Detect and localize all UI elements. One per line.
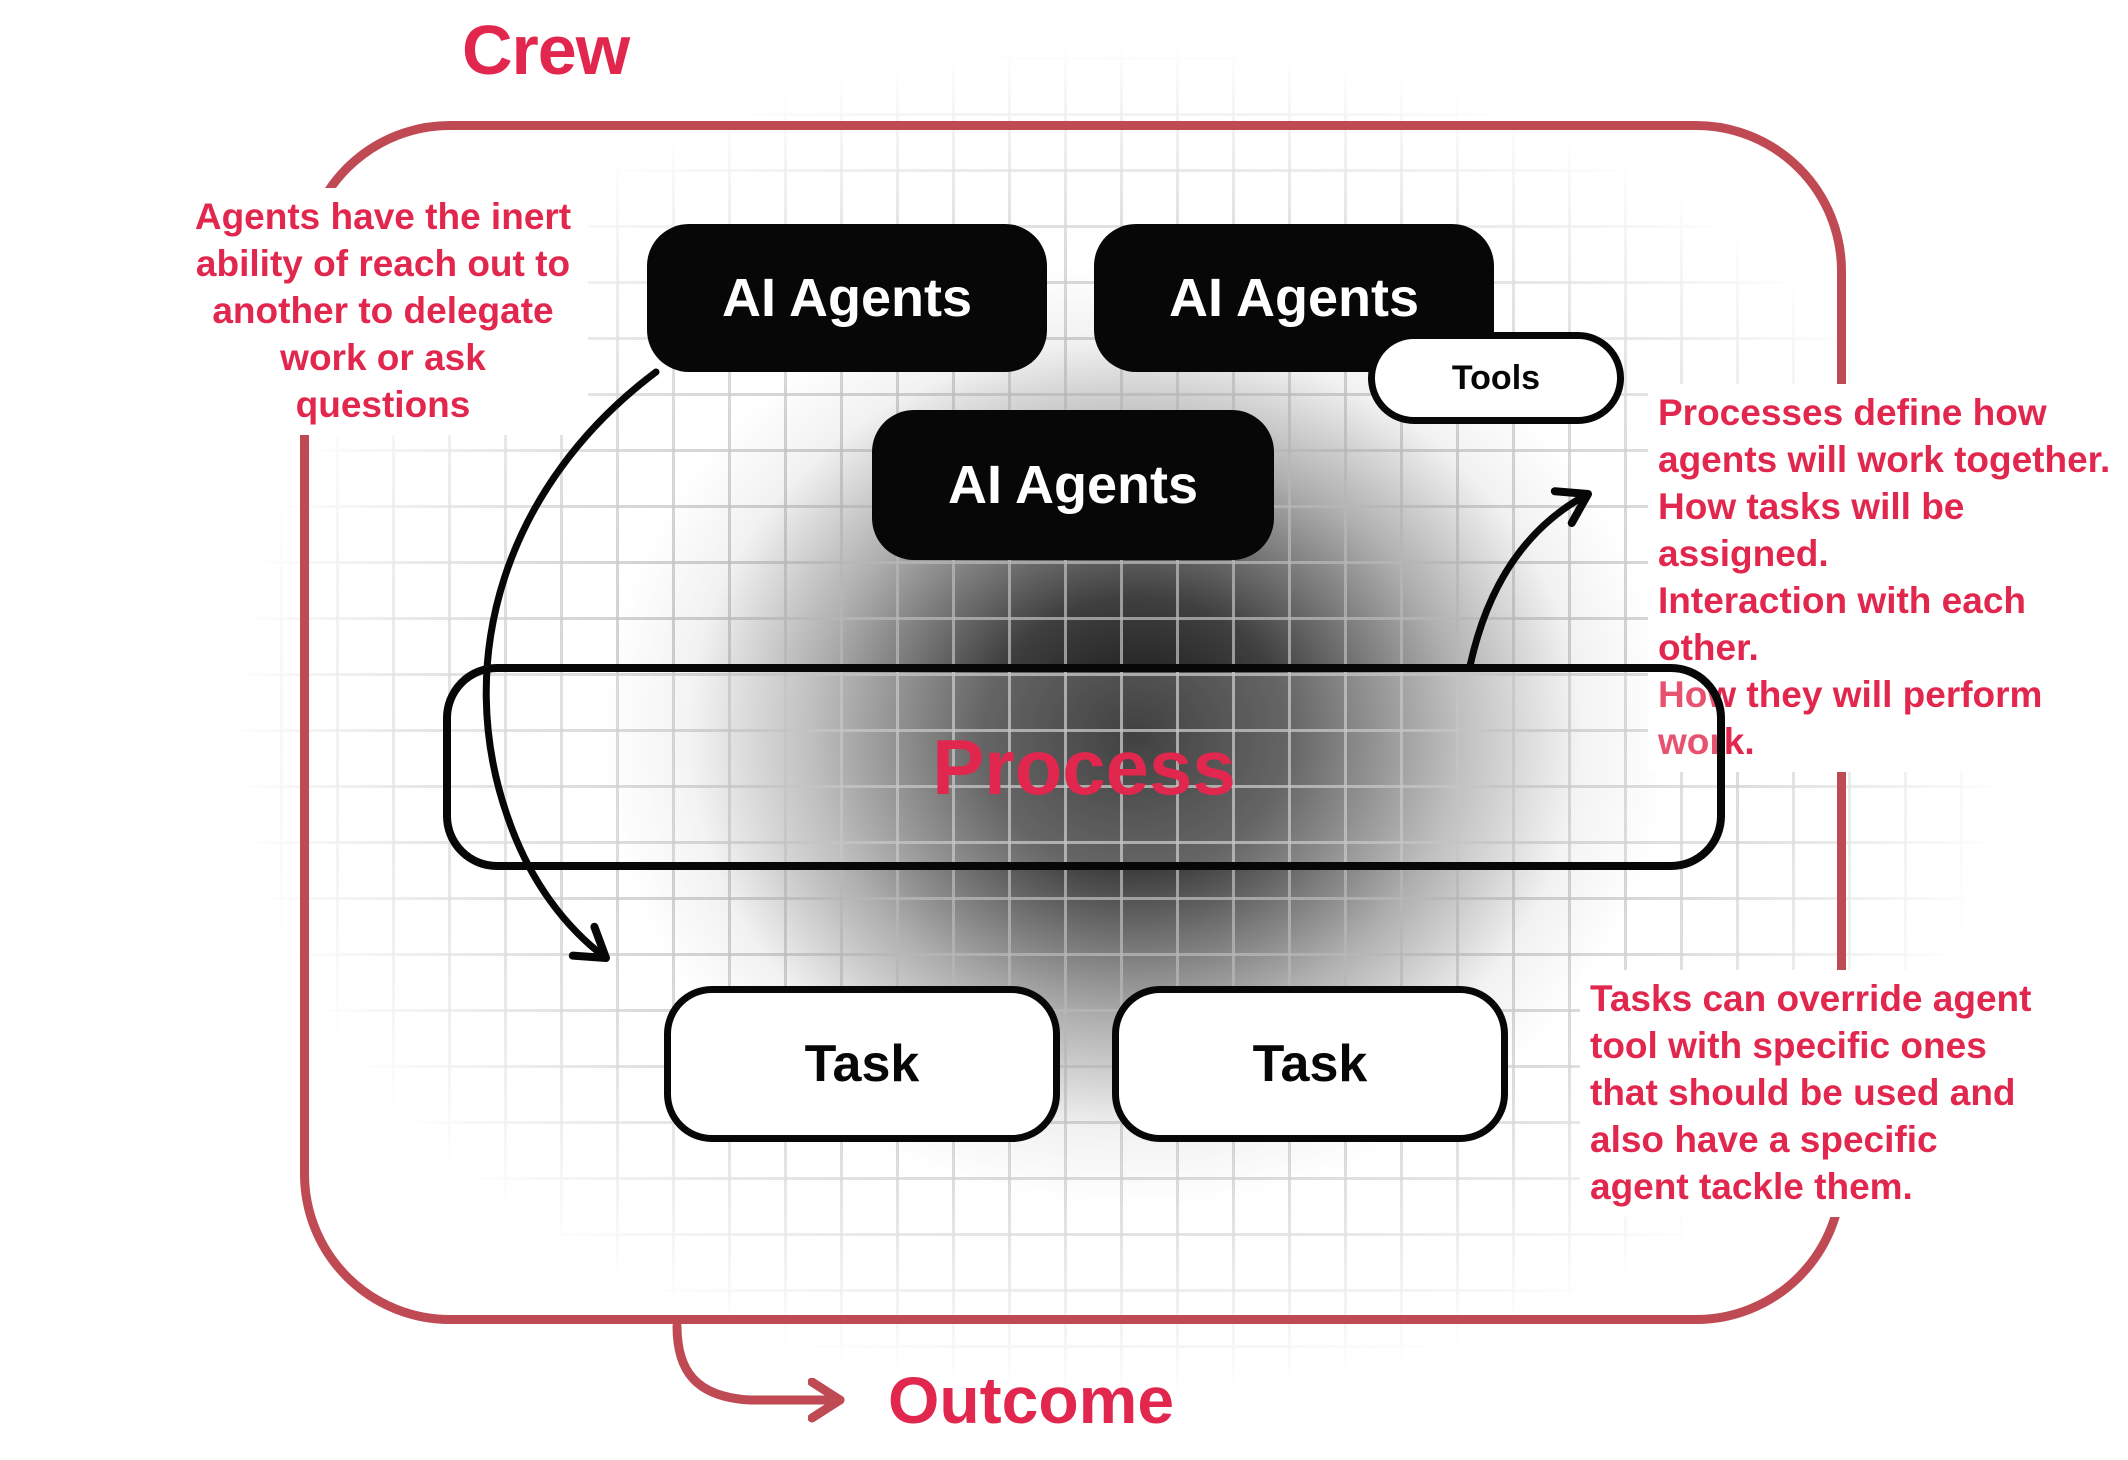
process-label: Process [932,722,1236,811]
ai-agents-label-1: AI Agents [721,268,972,328]
process-box: Process [443,664,1725,870]
task-label-1: Task [804,1035,920,1093]
ai-agents-label-2: AI Agents [1168,268,1419,328]
task-box-2: Task [1112,986,1508,1142]
ai-agents-box-2: AI Agents [1094,224,1494,372]
annotation-tasks: Tasks can override agent tool with speci… [1580,970,2066,1217]
outcome-label: Outcome [888,1363,1175,1437]
tools-box: Tools [1368,332,1624,424]
ai-agents-box-3: AI Agents [872,410,1274,560]
ai-agents-label-3: AI Agents [947,455,1198,515]
crew-title: Crew [462,11,630,89]
task-box-1: Task [664,986,1060,1142]
tools-label: Tools [1451,358,1541,397]
annotation-delegation: Agents have the inert ability of reach o… [178,188,588,435]
task-label-2: Task [1252,1035,1368,1093]
ai-agents-box-1: AI Agents [647,224,1047,372]
